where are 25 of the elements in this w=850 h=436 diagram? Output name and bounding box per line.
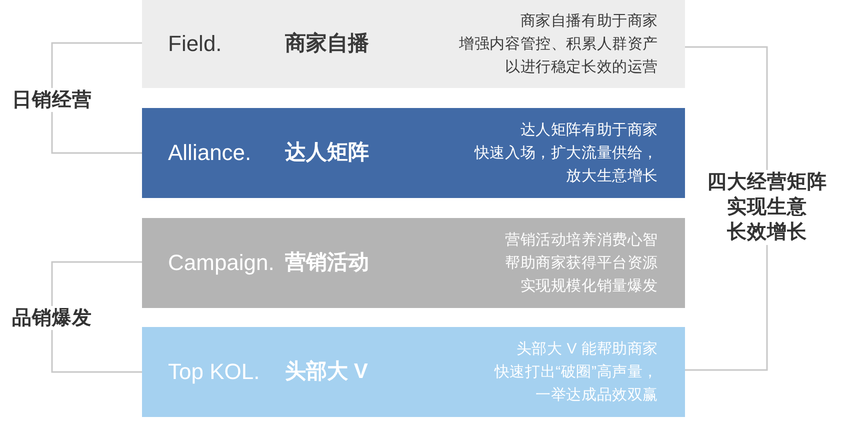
connector-line bbox=[51, 42, 142, 88]
group-label: 日销经营 bbox=[10, 88, 94, 112]
description: 达人矩阵有助于商家快速入场，扩大流量供给，放大生意增长 bbox=[474, 120, 658, 186]
band-panel bbox=[142, 218, 685, 308]
connector-line bbox=[51, 330, 142, 373]
connector-line bbox=[51, 112, 142, 154]
band-panel bbox=[142, 327, 685, 417]
english-title: Campaign. bbox=[168, 250, 274, 276]
description: 营销活动培养消费心智帮助商家获得平台资源实现规模化销量爆发 bbox=[505, 230, 658, 296]
english-title: Alliance. bbox=[168, 140, 252, 166]
chinese-title: 商家自播 bbox=[285, 31, 369, 57]
summary-label: 四大经营矩阵实现生意长效增长 bbox=[700, 170, 834, 245]
english-title: Top KOL. bbox=[168, 359, 260, 385]
band-panel bbox=[142, 0, 685, 88]
description: 头部大 V 能帮助商家快速打出“破圈”高声量，一举达成品效双赢 bbox=[494, 340, 658, 406]
group-label: 品销爆发 bbox=[10, 306, 94, 330]
description: 商家自播有助于商家增强内容管控、积累人群资产以进行稳定长效的运营 bbox=[459, 12, 658, 78]
chinese-title: 达人矩阵 bbox=[285, 140, 369, 166]
chinese-title: 营销活动 bbox=[285, 250, 369, 276]
connector-line bbox=[51, 261, 142, 306]
band-panel bbox=[142, 108, 685, 198]
connector-line bbox=[685, 245, 768, 371]
connector-line bbox=[685, 46, 768, 170]
english-title: Field. bbox=[168, 31, 222, 57]
chinese-title: 头部大 V bbox=[285, 359, 368, 385]
